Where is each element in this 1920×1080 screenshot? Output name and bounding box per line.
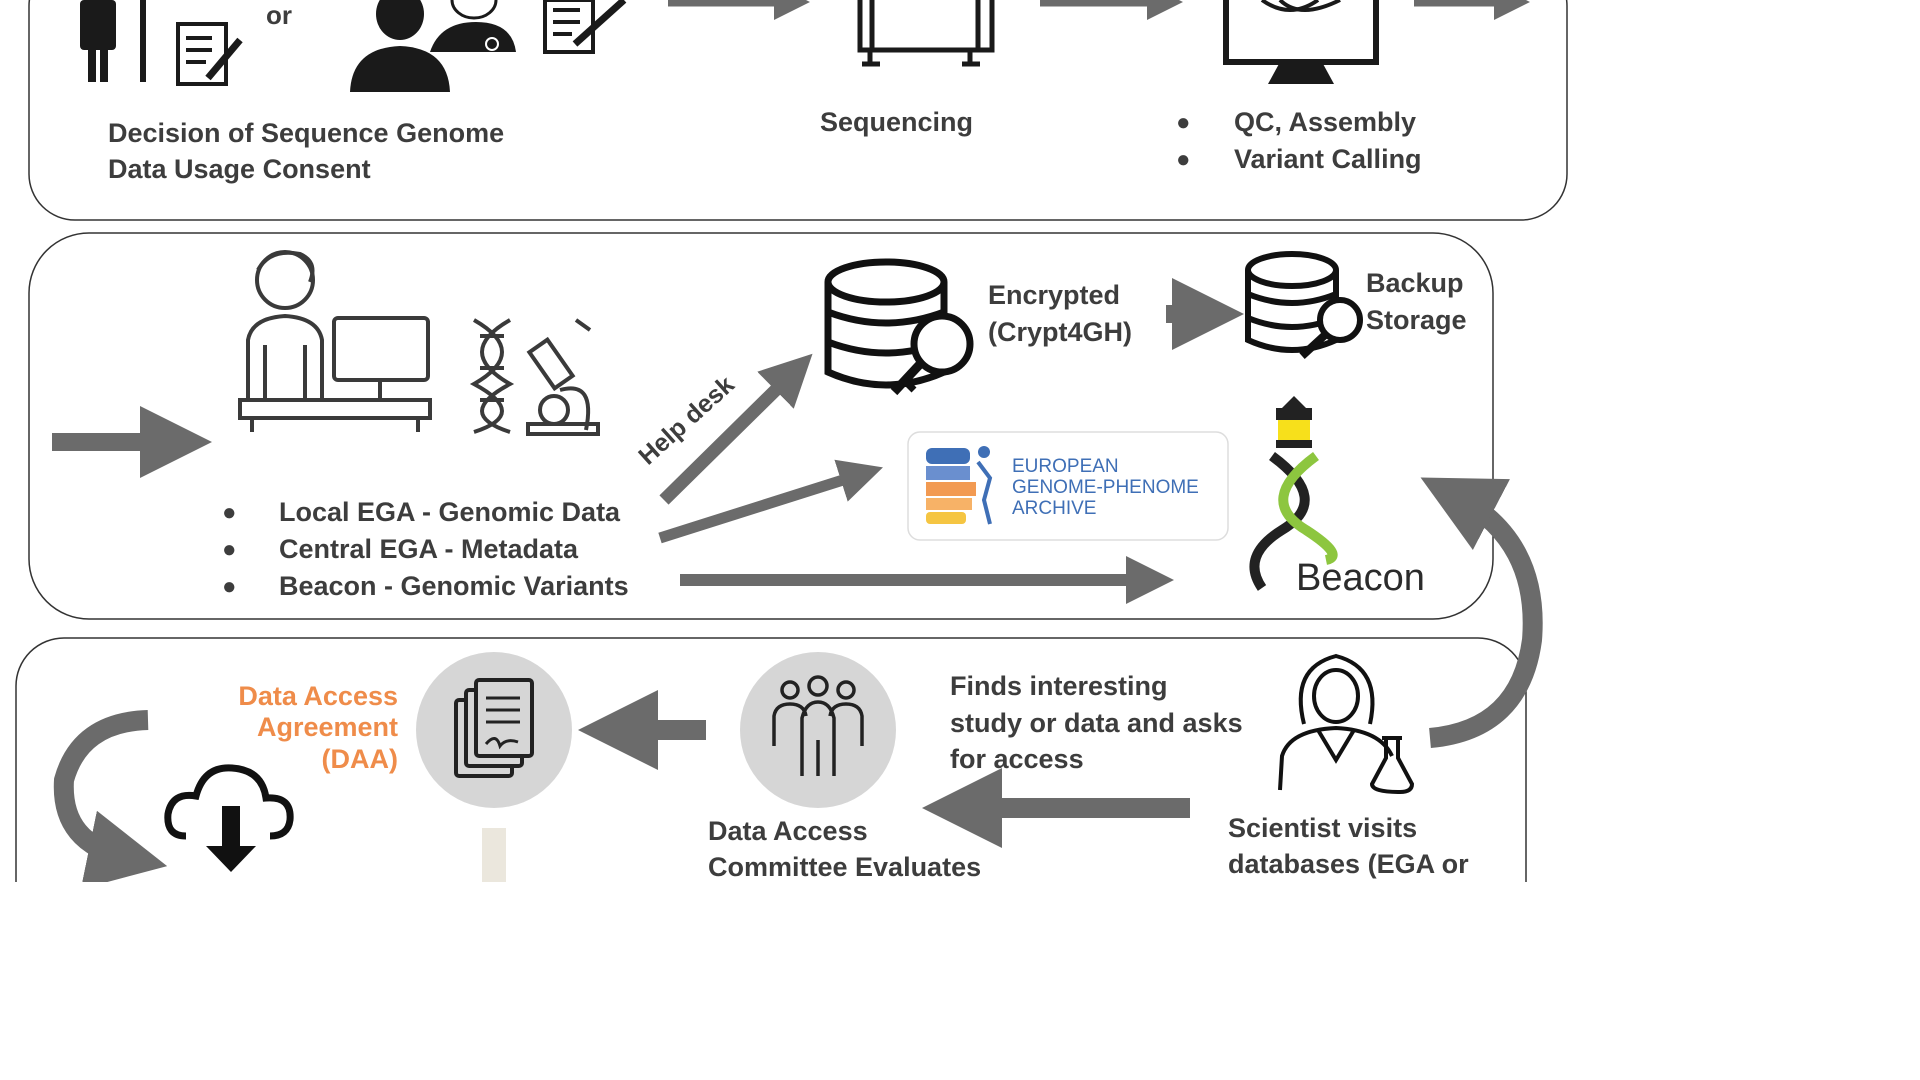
- ega-logo-line-1: EUROPEAN: [1012, 456, 1119, 477]
- finds-line-2: study or data and asks: [950, 708, 1243, 738]
- analysis-item-qc: QC, Assembly: [1234, 107, 1416, 137]
- bullet-dot: ●: [1176, 109, 1191, 136]
- workflow-diagram: or Decision of Sequence Genome Data Usag…: [15, 0, 1568, 882]
- top-panel: [28, 0, 1568, 221]
- beacon-to-scientist-curve: [1420, 477, 1543, 748]
- dna-microscope-icon: [469, 318, 600, 436]
- data-item-central-ega: Central EGA - Metadata: [279, 534, 579, 564]
- bullet-dot: ●: [1176, 146, 1191, 173]
- daa-line-1: Data Access: [238, 681, 398, 711]
- consent-line-1: Decision of Sequence Genome: [108, 118, 504, 148]
- ega-arrow: [658, 459, 883, 544]
- bullet-dot: ●: [222, 499, 237, 526]
- committee-group-icon: [740, 652, 896, 808]
- scientist-line-2: databases (EGA or: [1228, 849, 1469, 879]
- encrypted-database-icon: [824, 258, 974, 396]
- encrypted-line-2: (Crypt4GH): [988, 317, 1132, 347]
- bullet-dot: ●: [222, 536, 237, 563]
- encrypted-line-1: Encrypted: [988, 280, 1120, 310]
- beacon-logo: Beacon: [1249, 396, 1425, 599]
- committee-line-2: Committee Evaluates: [708, 852, 981, 882]
- consent-line-2: Data Usage Consent: [108, 154, 371, 184]
- ega-logo: EUROPEAN GENOME-PHENOME ARCHIVE: [907, 431, 1229, 541]
- daa-document-icon: [416, 652, 572, 808]
- finds-line-1: Finds interesting: [950, 671, 1168, 701]
- help-desk-label: Help desk: [633, 371, 740, 471]
- committee-line-1: Data Access: [708, 816, 868, 846]
- sequencer-icon: [857, 0, 995, 67]
- scientist-icon: [1278, 653, 1415, 795]
- backup-line-2: Storage: [1366, 305, 1467, 335]
- daa-connector-bar: [482, 828, 506, 882]
- consent-form-icon: [543, 0, 627, 54]
- or-label: or: [266, 0, 292, 30]
- download-curve-arrow: [53, 710, 168, 882]
- daa-line-2: Agreement: [257, 712, 398, 742]
- bottom-panel: [15, 637, 1527, 882]
- patient-doctor-icon: [350, 0, 516, 92]
- ega-logo-line-3: ARCHIVE: [1012, 498, 1096, 519]
- sequencing-label: Sequencing: [820, 107, 973, 137]
- monitor-dna-icon: [1223, 0, 1379, 84]
- help-desk-arrow: [659, 353, 813, 505]
- elderly-person-icon: [80, 0, 146, 82]
- data-item-local-ega: Local EGA - Genomic Data: [279, 497, 621, 527]
- data-item-beacon: Beacon - Genomic Variants: [279, 571, 629, 601]
- finds-line-3: for access: [950, 744, 1084, 774]
- backup-database-icon: [1245, 251, 1363, 359]
- beacon-logo-label: Beacon: [1296, 557, 1425, 599]
- person-at-computer-icon: [238, 250, 432, 432]
- daa-line-3: (DAA): [322, 744, 398, 774]
- document-pen-icon: [176, 22, 243, 86]
- scientist-line-1: Scientist visits: [1228, 813, 1417, 843]
- backup-line-1: Backup: [1366, 268, 1464, 298]
- ega-logo-line-2: GENOME-PHENOME: [1012, 477, 1199, 498]
- analysis-item-variant: Variant Calling: [1234, 144, 1422, 174]
- middle-panel: [28, 232, 1494, 620]
- cloud-download-icon: [164, 764, 294, 872]
- bullet-dot: ●: [222, 573, 237, 600]
